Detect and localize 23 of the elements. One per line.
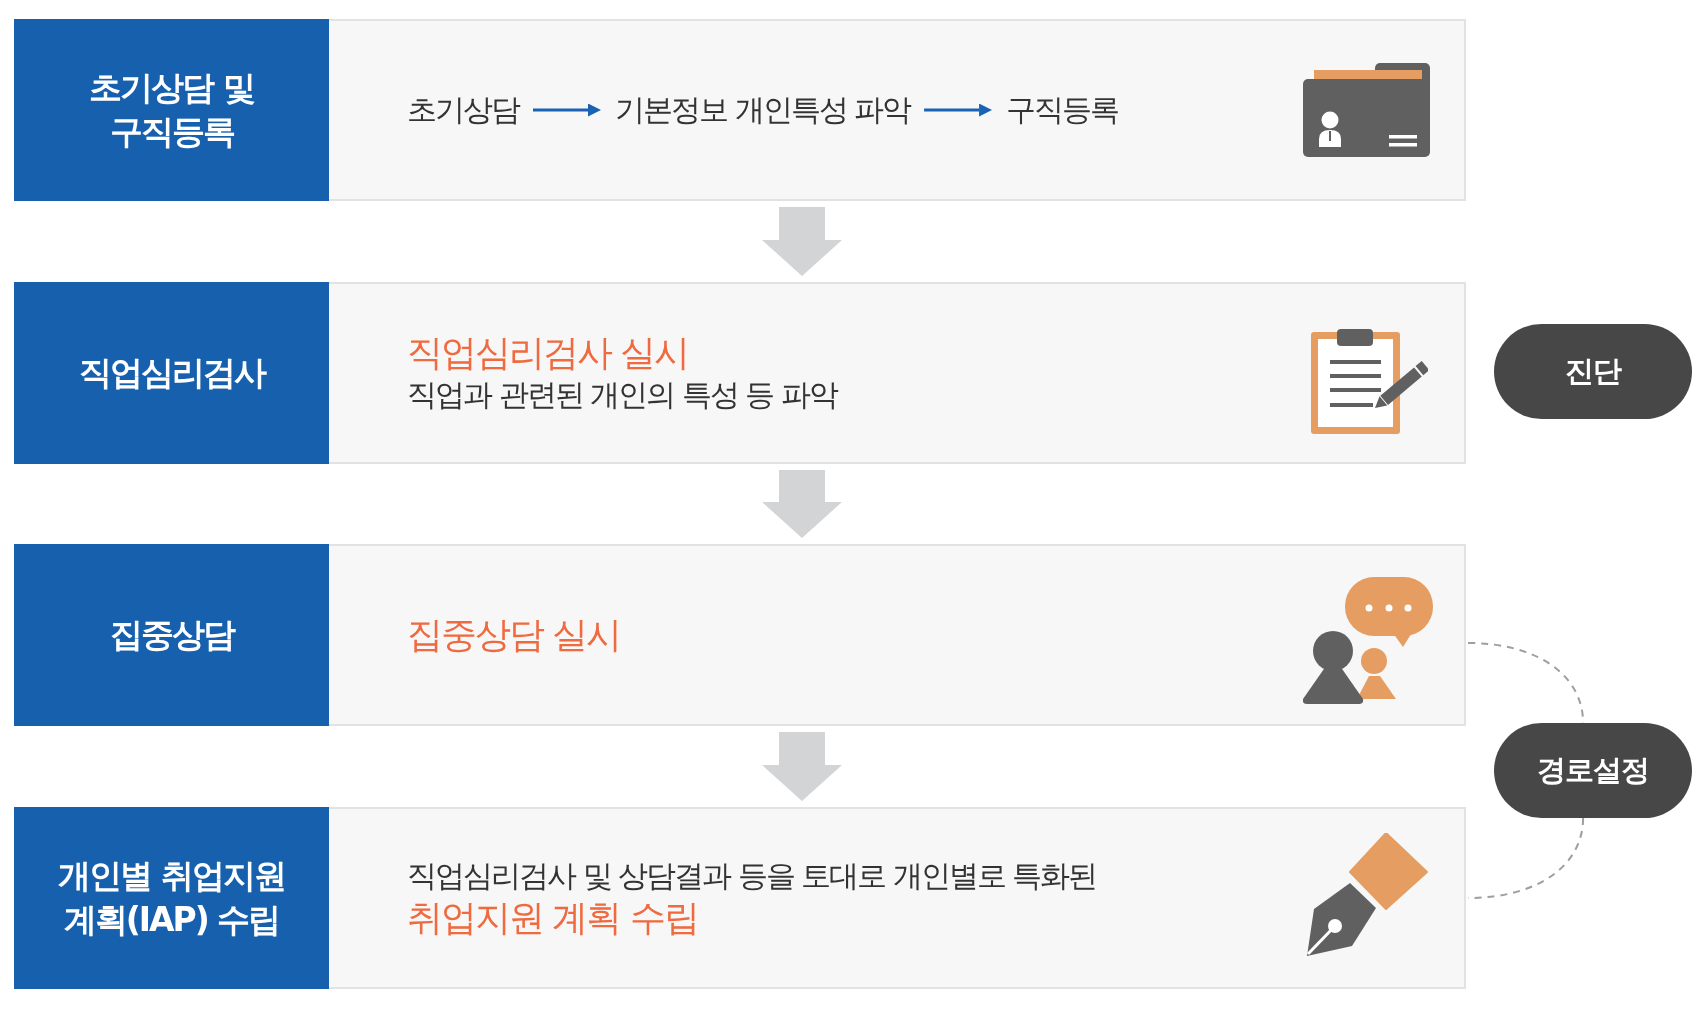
highlight-text: 집중상담 실시 (407, 613, 621, 657)
step-panel (329, 807, 1466, 989)
step-heading: 초기상담 및 구직등록 (14, 19, 329, 201)
block-arrow (762, 732, 842, 801)
step-heading: 개인별 취업지원 계획(IAP) 수립 (14, 807, 329, 989)
step-heading: 집중상담 (14, 544, 329, 726)
flow-step-text: 기본정보 개인특성 파악 (615, 91, 911, 129)
stage-pill: 경로설정 (1494, 723, 1692, 818)
arrow (533, 103, 601, 117)
step-heading: 직업심리검사 (14, 282, 329, 464)
stage-pill: 진단 (1494, 324, 1692, 419)
flow-step-text: 구직등록 (1006, 91, 1119, 129)
step-panel (329, 19, 1466, 201)
block-arrow (762, 207, 842, 276)
step-panel (329, 544, 1466, 726)
highlight-text: 직업심리검사 실시 (407, 331, 689, 375)
flow-step-text: 초기상담 (407, 91, 519, 129)
highlight-text: 취업지원 계획 수립 (407, 896, 698, 940)
description-text: 직업과 관련된 개인의 특성 등 파악 (407, 376, 837, 414)
step-panel (329, 282, 1466, 464)
arrow (924, 103, 993, 117)
block-arrow (762, 470, 842, 538)
description-text: 직업심리검사 및 상담결과 등을 토대로 개인별로 특화된 (407, 857, 1097, 895)
